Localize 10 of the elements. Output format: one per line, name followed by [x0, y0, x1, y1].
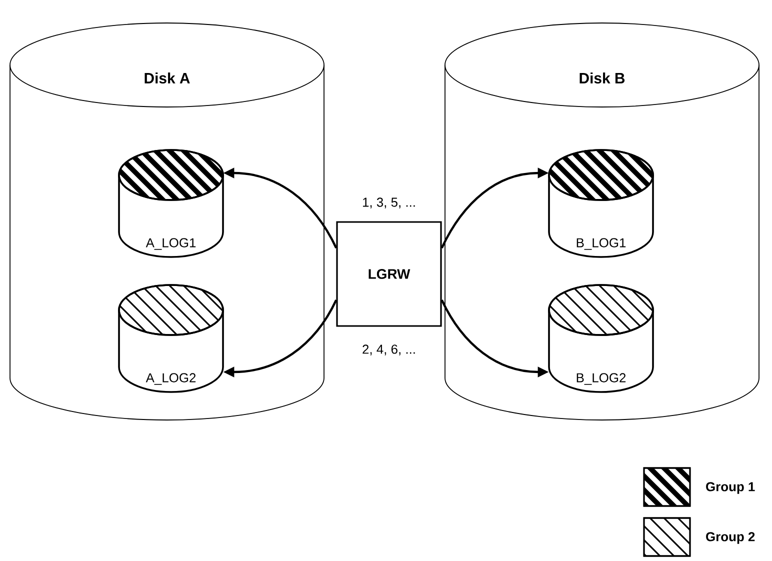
sequence-label: 2, 4, 6, ...	[362, 344, 415, 356]
node-label: Disk B	[580, 72, 625, 84]
process-box: LGRW	[336, 221, 442, 327]
log-cylinder: B_LOG1	[548, 149, 654, 258]
log-cylinder: A_LOG2	[118, 284, 224, 393]
legend-label: Group 2	[706, 532, 755, 544]
sequence-label: 1, 3, 5, ...	[363, 198, 415, 208]
log-cylinder: B_LOG2	[548, 284, 654, 393]
legend-label: Group 1	[706, 482, 755, 494]
log-cylinder: A_LOG1	[118, 149, 224, 258]
